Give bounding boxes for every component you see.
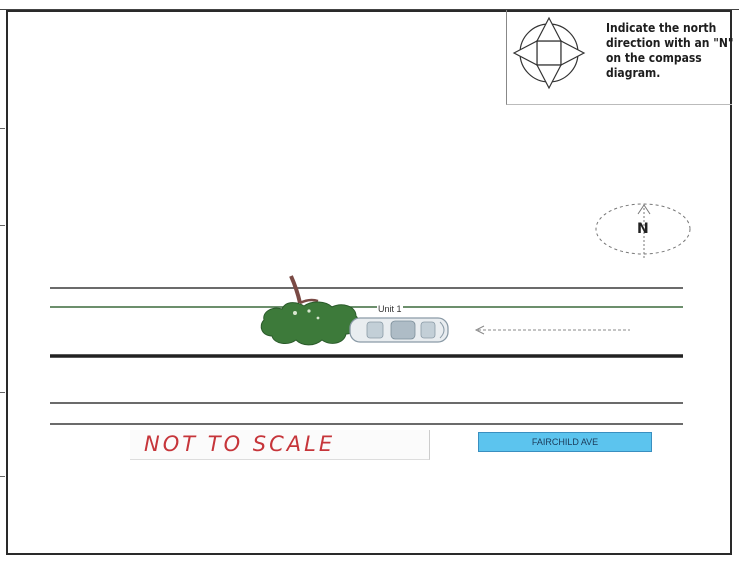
vehicle-unit-1-icon (349, 317, 449, 343)
compass-instruction-text: Indicate the north direction with an "N"… (606, 21, 734, 80)
street-name-label: FAIRCHILD AVE (478, 432, 652, 452)
compass-instruction-panel (506, 10, 732, 105)
vehicle-unit-label: Unit 1 (377, 304, 403, 314)
margin-tick (0, 476, 5, 477)
diagram-frame (6, 10, 732, 555)
travel-direction-arrow (474, 325, 630, 335)
scale-note-box: NOT TO SCALE (130, 430, 430, 460)
tree-icon (260, 275, 359, 346)
top-border (0, 0, 739, 10)
scale-note-text: NOT TO SCALE (144, 432, 336, 456)
margin-tick (0, 392, 5, 393)
compass-rose-icon[interactable] (512, 16, 586, 90)
margin-tick (0, 128, 5, 129)
road-lines (50, 287, 683, 425)
north-arrow-symbol (595, 203, 691, 258)
margin-tick (0, 225, 5, 226)
north-letter: N (637, 221, 649, 237)
